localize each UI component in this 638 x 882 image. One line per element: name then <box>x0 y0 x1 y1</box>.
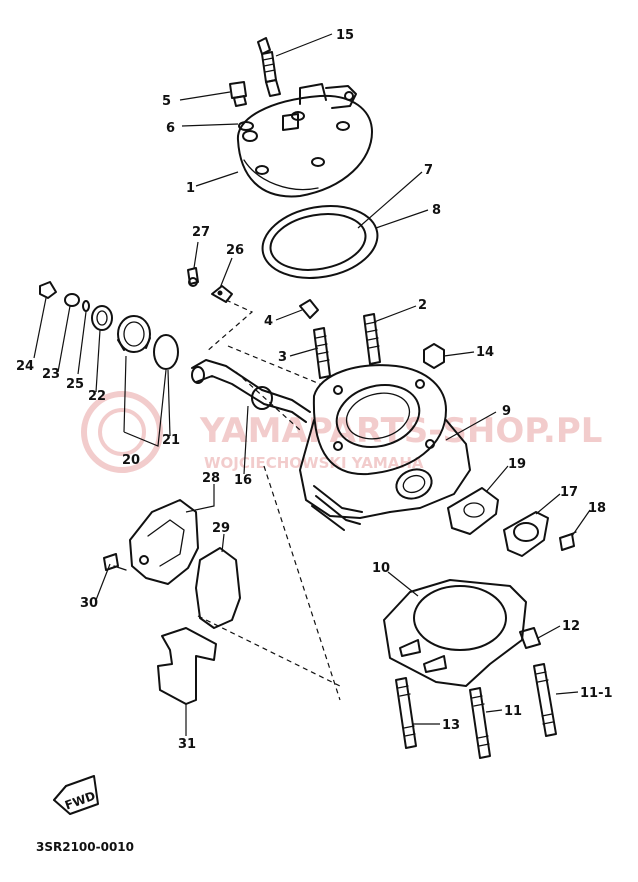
callout-15: 15 <box>336 28 354 43</box>
cap-24 <box>39 281 57 299</box>
bolt-5 <box>229 81 247 107</box>
callout-3: 3 <box>278 350 287 365</box>
stud-bolt-2 <box>363 313 381 365</box>
callout-21: 21 <box>162 433 180 448</box>
callout-6: 6 <box>166 121 175 136</box>
valve-cover-17 <box>503 511 549 557</box>
cylinder-head <box>236 83 373 198</box>
bushing-20 <box>117 315 151 353</box>
fwd-label: FWD <box>63 789 97 813</box>
dowel-pin-4 <box>299 299 319 319</box>
stud-bolt-11 <box>469 687 491 759</box>
callout-13: 13 <box>442 718 460 733</box>
spark-plug <box>257 37 281 97</box>
callout-18: 18 <box>588 501 606 516</box>
diagram-code: 3SR2100-0010 <box>36 840 134 854</box>
callout-23: 23 <box>42 367 60 382</box>
callout-16: 16 <box>234 473 252 488</box>
callout-20: 20 <box>122 453 140 468</box>
bolt-30 <box>103 553 127 571</box>
valve-housing-28 <box>129 499 199 585</box>
callout-14: 14 <box>476 345 494 360</box>
callout-27: 27 <box>192 225 210 240</box>
callout-8: 8 <box>432 203 441 218</box>
bearing-22 <box>91 305 113 331</box>
callout-26: 26 <box>226 243 244 258</box>
stud-bolt-11-1 <box>533 663 557 737</box>
dowel-pin-12 <box>519 627 541 649</box>
callout-1: 1 <box>186 181 195 196</box>
o-ring-8 <box>261 205 379 279</box>
nut-14 <box>423 343 445 369</box>
stud-bolt-13 <box>395 677 417 749</box>
callout-7: 7 <box>424 163 433 178</box>
callout-24: 24 <box>16 359 34 374</box>
washer-6 <box>238 121 254 131</box>
callout-12: 12 <box>562 619 580 634</box>
exhaust-gasket-19-hole <box>463 502 485 518</box>
callout-11: 11 <box>504 704 522 719</box>
callout-28: 28 <box>202 471 220 486</box>
power-valve-rod-16 <box>191 359 311 423</box>
callout-2: 2 <box>418 298 427 313</box>
callout-10: 10 <box>372 561 390 576</box>
o-ring-25 <box>82 300 90 312</box>
exhaust-gasket-19 <box>447 487 499 535</box>
fwd-arrow-icon: FWD <box>53 775 99 815</box>
callout-22: 22 <box>88 389 106 404</box>
watermark-main: YAMAPARTS-SHOP.PL <box>199 411 602 451</box>
callout-11-1: 11-1 <box>580 686 613 701</box>
leader-lines <box>33 33 591 736</box>
base-gasket-10 <box>383 579 527 687</box>
callout-4: 4 <box>264 314 273 329</box>
callout-9: 9 <box>502 404 511 419</box>
callout-29: 29 <box>212 521 230 536</box>
callout-31: 31 <box>178 737 196 752</box>
o-ring-21 <box>153 334 179 370</box>
screw-27 <box>187 267 199 287</box>
bracket-31 <box>157 627 217 705</box>
callout-19: 19 <box>508 457 526 472</box>
callout-labels: 15 5 6 1 7 8 27 26 4 2 3 14 9 19 17 18 1… <box>16 28 613 752</box>
watermark: YAMAPARTS-SHOP.PL WOJCIECHOWSKI YAMAHA <box>81 391 602 473</box>
clamp-26 <box>211 285 233 303</box>
callout-5: 5 <box>162 94 171 109</box>
gasket-29 <box>195 547 241 629</box>
washer-23 <box>64 293 80 307</box>
callout-30: 30 <box>80 596 98 611</box>
o-ring-7 <box>269 213 367 271</box>
callout-17: 17 <box>560 485 578 500</box>
stud-bolt-3 <box>313 327 331 379</box>
phantom-lines <box>197 299 341 701</box>
watermark-sub: WOJCIECHOWSKI YAMAHA <box>204 454 424 472</box>
cylinder-block <box>299 364 471 531</box>
callout-25: 25 <box>66 377 84 392</box>
